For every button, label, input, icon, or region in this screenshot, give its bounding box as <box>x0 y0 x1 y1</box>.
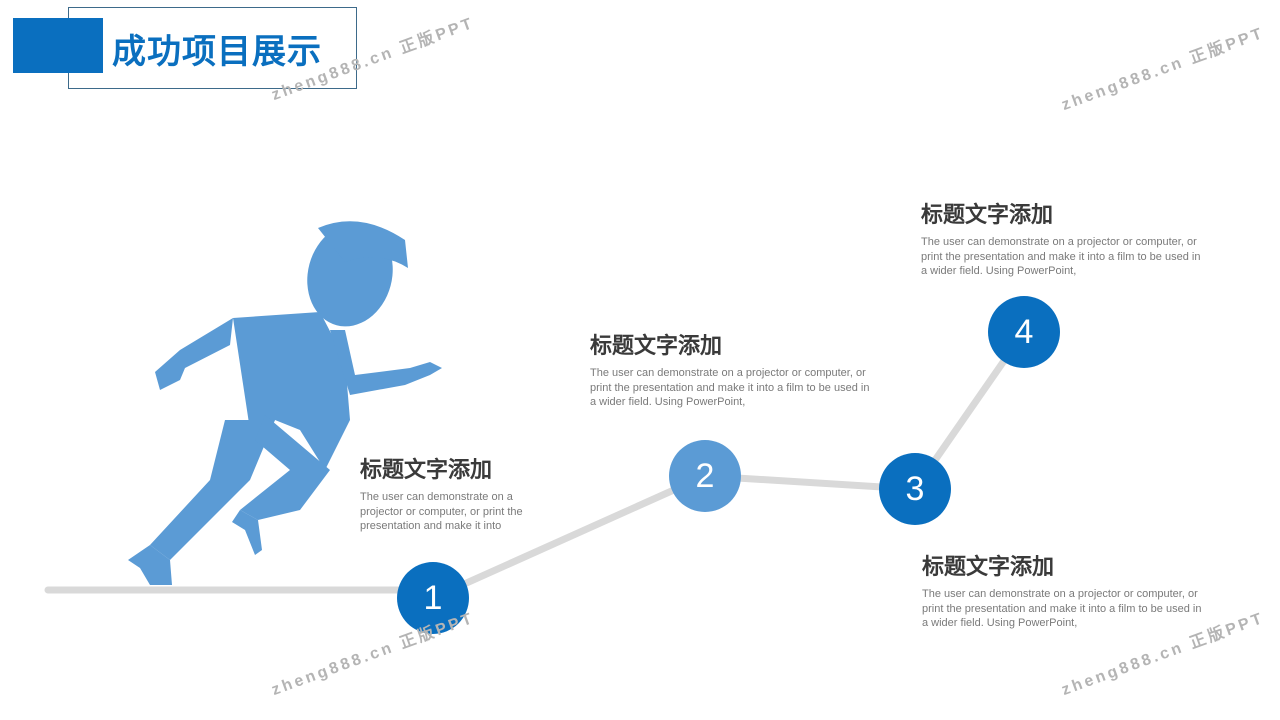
step-text-2: 标题文字添加 The user can demonstrate on a pro… <box>590 328 875 410</box>
connector-1-2 <box>429 472 709 602</box>
step-text-3: 标题文字添加 The user can demonstrate on a pro… <box>922 549 1207 631</box>
page-title: 成功项目展示 <box>112 33 322 71</box>
step-body: The user can demonstrate on a projector … <box>921 236 1201 277</box>
step-number: 4 <box>1014 312 1034 351</box>
step-node-2: 2 <box>669 440 741 512</box>
step-number: 1 <box>423 578 443 617</box>
step-title: 标题文字添加 <box>921 202 1054 227</box>
runner-figure-icon <box>128 221 442 585</box>
step-node-4: 4 <box>988 296 1060 368</box>
step-number: 2 <box>695 456 715 495</box>
step-text-4: 标题文字添加 The user can demonstrate on a pro… <box>921 197 1206 279</box>
step-title: 标题文字添加 <box>360 457 493 482</box>
step-body: The user can demonstrate on a projector … <box>590 367 870 408</box>
step-number: 3 <box>905 469 925 508</box>
step-title: 标题文字添加 <box>922 554 1055 579</box>
step-title: 标题文字添加 <box>590 333 723 358</box>
step-node-1: 1 <box>397 562 469 634</box>
step-node-3: 3 <box>879 453 951 525</box>
step-text-1: 标题文字添加 The user can demonstrate on a pro… <box>360 452 545 534</box>
title-accent-block <box>13 18 103 73</box>
step-body: The user can demonstrate on a projector … <box>922 588 1202 629</box>
step-body: The user can demonstrate on a projector … <box>360 491 523 532</box>
